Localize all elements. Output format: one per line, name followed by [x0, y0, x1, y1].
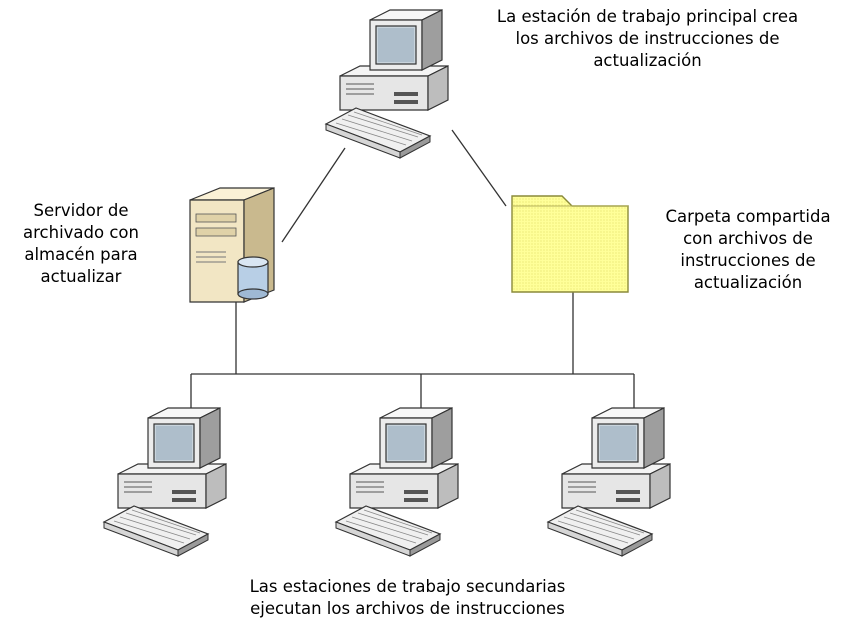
- link-primary-to-server: [281, 147, 346, 243]
- primary-label-line: los archivos de instrucciones de: [515, 29, 780, 48]
- server-label-line: archivado con: [23, 223, 139, 242]
- link-primary-to-folder: [451, 129, 507, 207]
- server-label-line: almacén para: [24, 245, 138, 264]
- secondary-label-line: ejecutan los archivos de instrucciones: [250, 599, 565, 618]
- primary-workstation-label: La estación de trabajo principal crea lo…: [455, 6, 840, 72]
- secondary-workstation-middle-icon: [335, 407, 459, 557]
- folder-label-line: Carpeta compartida: [665, 207, 831, 226]
- secondary-workstations-label: Las estaciones de trabajo secundarias ej…: [190, 576, 625, 620]
- secondary-workstation-right-icon: [547, 407, 671, 557]
- folder-label-line: actualización: [693, 273, 803, 292]
- secondary-label-line: Las estaciones de trabajo secundarias: [249, 577, 566, 596]
- folder-label-line: instrucciones de: [680, 251, 816, 270]
- shared-folder-label: Carpeta compartida con archivos de instr…: [648, 206, 848, 294]
- connection-lines: [190, 129, 635, 412]
- archive-server-icon: [189, 187, 275, 303]
- shared-folder-icon: [511, 195, 629, 293]
- server-label-line: actualizar: [40, 267, 122, 286]
- archive-server-label: Servidor de archivado con almacén para a…: [6, 200, 156, 288]
- secondary-workstation-left-icon: [103, 407, 227, 557]
- primary-label-line: La estación de trabajo principal crea: [496, 7, 799, 26]
- database-icon: [237, 256, 269, 300]
- primary-workstation-icon: [325, 9, 449, 159]
- primary-label-line: actualización: [593, 51, 702, 70]
- server-label-line: Servidor de: [33, 201, 129, 220]
- folder-label-line: con archivos de: [683, 229, 813, 248]
